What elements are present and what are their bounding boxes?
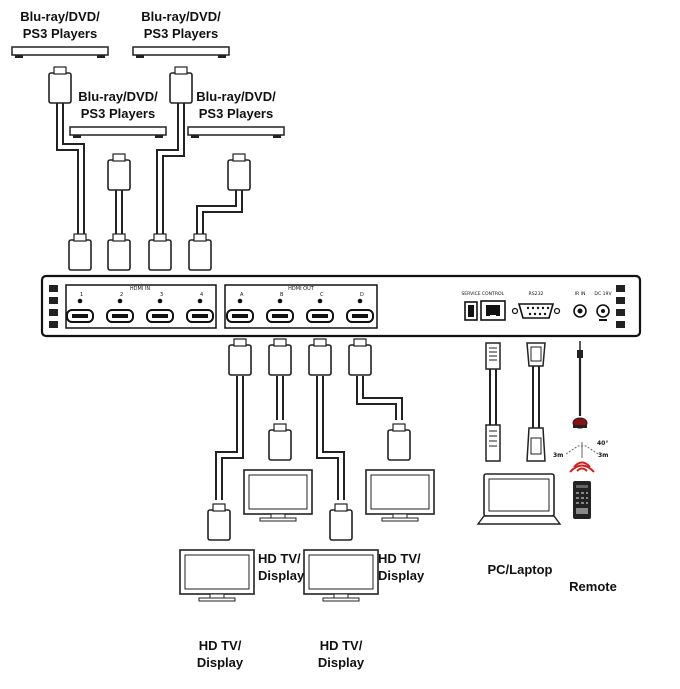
- source-label-2: Blu-ray/DVD/ PS3 Players: [131, 8, 231, 42]
- out-port-c-label: C: [320, 292, 324, 298]
- source-label-1-line1: Blu-ray/DVD/: [20, 9, 100, 24]
- rs232-port: [511, 303, 561, 319]
- display-label-b: HD TV/ Display: [258, 550, 328, 584]
- display-label-b-line2: Display: [258, 568, 305, 583]
- source-label-3-line2: PS3 Players: [80, 106, 156, 121]
- usb-service-port: [464, 301, 478, 321]
- ir-distance-right-label: 3m: [598, 452, 608, 459]
- dc-power-port: [596, 304, 610, 321]
- hdmi-in-label: HDMI IN: [130, 286, 150, 292]
- output-connectors-top: [228, 338, 372, 376]
- control-label: CONTROL: [482, 291, 505, 297]
- source-label-1: Blu-ray/DVD/ PS3 Players: [10, 8, 110, 42]
- right-rack-ear: [616, 285, 625, 328]
- display-d: [365, 469, 435, 522]
- display-label-a: HD TV/ Display: [185, 637, 255, 671]
- ir-in-port: [573, 304, 587, 318]
- ir-in-label: IR IN: [575, 291, 586, 297]
- display-label-c-line1: HD TV/: [319, 638, 363, 653]
- pc-laptop-label: PC/Laptop: [487, 562, 553, 577]
- source-player-2: [132, 46, 230, 58]
- in-port-1-label: 1: [80, 292, 83, 298]
- out-port-b-label: B: [280, 292, 284, 298]
- in-port-3-label: 3: [160, 292, 163, 298]
- rj45-control-port: [480, 300, 506, 321]
- ir-receiver-cable: [572, 341, 588, 429]
- in-port-4-label: 4: [200, 292, 203, 298]
- source-player-1: [11, 46, 109, 58]
- in-port-2-label: 2: [120, 292, 123, 298]
- matrix-switch-unit: HDMI IN HDMI OUT 1 2 3 4 A B C D SERVICE…: [40, 274, 642, 338]
- service-label: SERVICE: [461, 291, 480, 297]
- display-a: [179, 549, 255, 602]
- display-label-d-line1: HD TV/: [378, 551, 421, 566]
- led-indicators: [77, 298, 363, 304]
- source-label-3: Blu-ray/DVD/ PS3 Players: [68, 88, 168, 122]
- out-port-a-label: A: [240, 292, 244, 298]
- ir-signal-icon: [569, 461, 595, 473]
- display-label-a-line2: Display: [196, 655, 244, 670]
- ethernet-cable: [485, 342, 501, 462]
- source-label-2-line2: PS3 Players: [143, 26, 219, 41]
- display-label-c-line2: Display: [317, 655, 365, 670]
- source-label-4-line2: PS3 Players: [198, 106, 274, 121]
- input-cables: [56, 102, 243, 238]
- source-label-4: Blu-ray/DVD/ PS3 Players: [186, 88, 286, 122]
- left-rack-ear: [49, 285, 58, 328]
- source-player-4: [187, 126, 285, 138]
- rs232-label: RS232: [529, 291, 544, 297]
- ir-distance-left-label: 3m: [553, 452, 563, 459]
- laptop: [476, 473, 562, 525]
- display-label-a-line1: HD TV/: [198, 638, 242, 653]
- ir-range-indicator: 40° 3m 3m: [553, 440, 608, 459]
- source-label-4-line1: Blu-ray/DVD/: [196, 89, 276, 104]
- out-port-d-label: D: [360, 292, 364, 298]
- serial-cable: [526, 342, 546, 462]
- hdmi-out-label: HDMI OUT: [288, 286, 315, 292]
- remote-label: Remote: [569, 579, 617, 594]
- display-label-b-line1: HD TV/: [258, 551, 301, 566]
- source-label-3-line1: Blu-ray/DVD/: [78, 89, 158, 104]
- source-player-3: [69, 126, 167, 138]
- display-label-d-line2: Display: [378, 568, 425, 583]
- display-label-c: HD TV/ Display: [306, 637, 376, 671]
- display-b: [243, 469, 313, 522]
- display-label-d: HD TV/ Display: [378, 550, 448, 584]
- ir-angle-label: 40°: [597, 440, 608, 447]
- dc-power-label: DC 19V: [594, 291, 612, 297]
- source-label-1-line2: PS3 Players: [22, 26, 98, 41]
- remote-control: [573, 481, 591, 519]
- display-c: [303, 549, 379, 602]
- output-cables: [215, 376, 403, 500]
- source-label-2-line1: Blu-ray/DVD/: [141, 9, 221, 24]
